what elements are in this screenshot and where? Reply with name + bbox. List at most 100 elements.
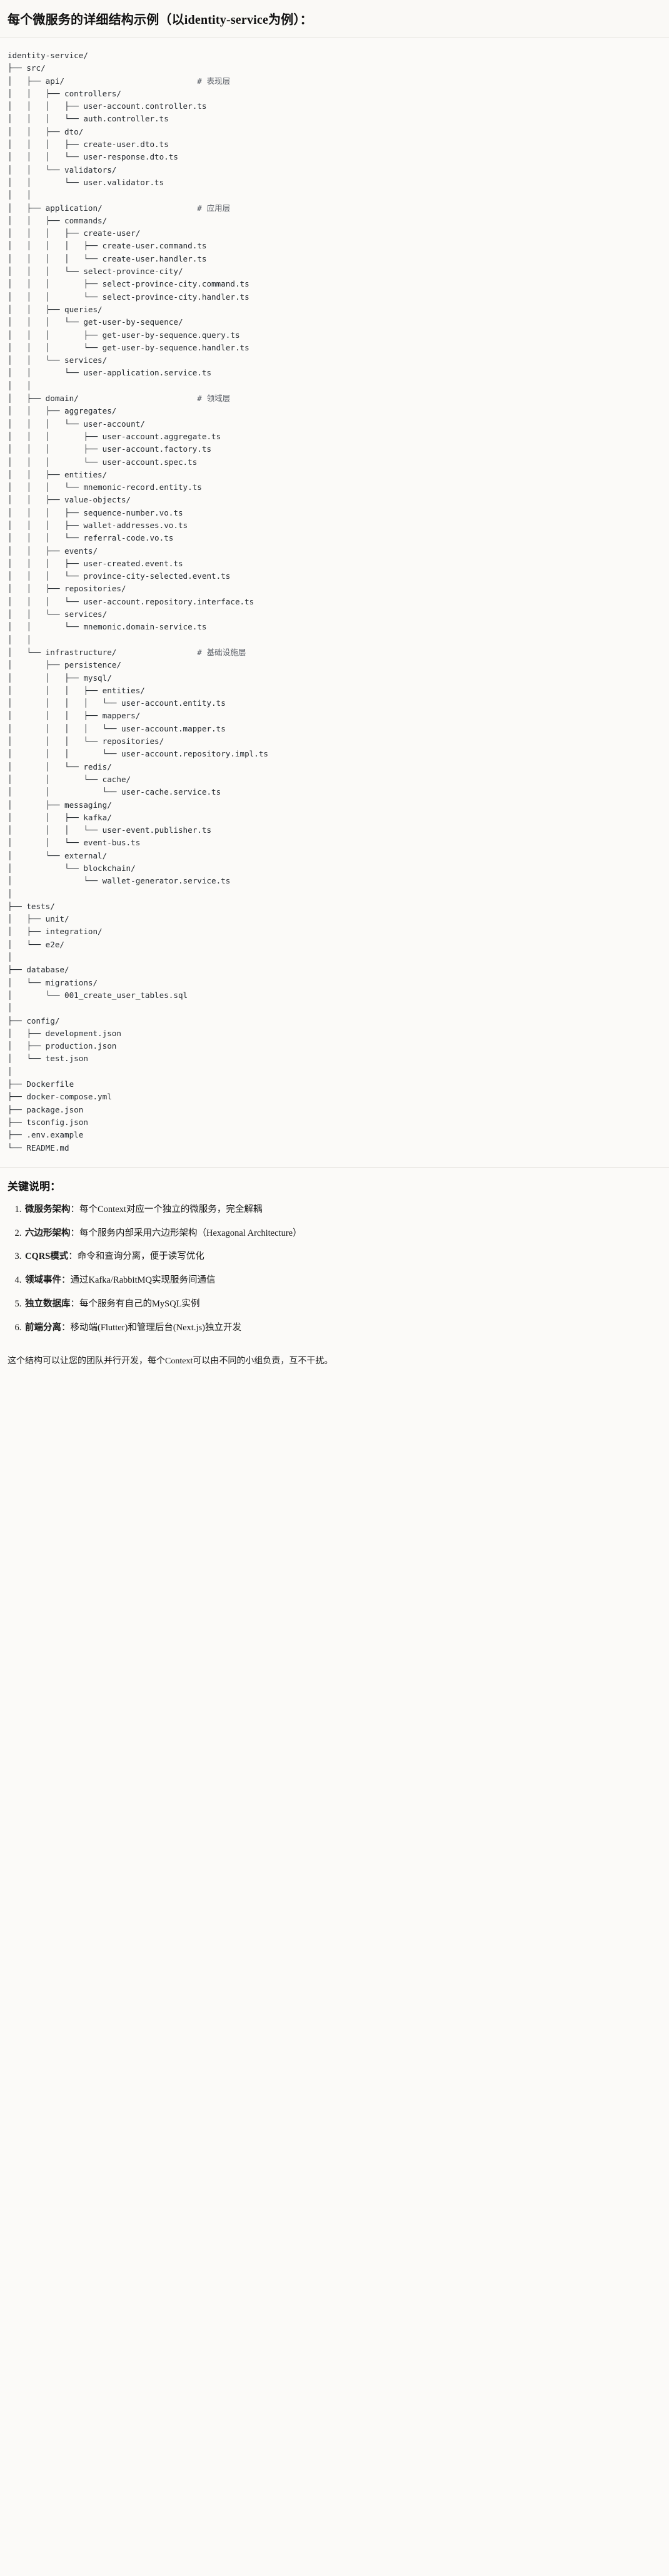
key-notes-section: 关键说明： 微服务架构：每个Context对应一个独立的微服务，完全解耦六边形架… <box>0 1167 669 1349</box>
tree-line: ├── package.json <box>8 1104 84 1114</box>
tree-line-comment: # 应用层 <box>197 203 231 213</box>
tree-line: │ │ │ ├── mappers/ <box>8 711 141 721</box>
tree-line: ├── .env.example <box>8 1130 84 1140</box>
tree-line: ├── tests/ <box>8 901 55 911</box>
tree-line: │ │ └── redis/ <box>8 761 112 771</box>
tree-line: │ │ └── user-application.service.ts <box>8 368 212 378</box>
tree-line: │ └── 001_create_user_tables.sql <box>8 990 188 1000</box>
key-note-item: 六边形架构：每个服务内部采用六边形架构（Hexagonal Architectu… <box>24 1227 661 1241</box>
tree-line: │ └── blockchain/ <box>8 863 136 873</box>
key-note-term: 领域事件 <box>25 1275 61 1286</box>
tree-line: │ │ ├── dto/ <box>8 126 84 136</box>
tree-line: │ │ │ ├── entities/ <box>8 685 145 695</box>
tree-line: │ │ │ ├── sequence-number.vo.ts <box>8 507 183 517</box>
tree-line: │ │ │ │ └── user-account.mapper.ts <box>8 723 226 733</box>
tree-line: │ │ │ ├── wallet-addresses.vo.ts <box>8 520 188 530</box>
tree-line: │ │ ├── repositories/ <box>8 584 126 594</box>
tree-line: │ │ │ └── referral-code.vo.ts <box>8 533 174 543</box>
tree-line: │ │ │ └── mnemonic-record.entity.ts <box>8 482 202 492</box>
tree-line: │ │ │ ├── create-user/ <box>8 228 141 238</box>
key-note-description: ：每个服务内部采用六边形架构（Hexagonal Architecture） <box>70 1228 302 1238</box>
tree-line: │ └── test.json <box>8 1054 88 1064</box>
tree-line: ├── src/ <box>8 63 46 73</box>
tree-line: │ ├── messaging/ <box>8 800 112 810</box>
key-note-description: ：每个Context对应一个独立的微服务，完全解耦 <box>70 1204 263 1214</box>
tree-line: │ │ │ └── province-city-selected.event.t… <box>8 571 231 581</box>
tree-line: │ │ │ └── user-account.repository.interf… <box>8 596 254 606</box>
closing-paragraph: 这个结构可以让您的团队并行开发，每个Context可以由不同的小组负责，互不干扰… <box>8 1357 333 1367</box>
tree-line: │ │ ├── controllers/ <box>8 88 121 98</box>
key-note-term: 微服务架构 <box>25 1204 71 1214</box>
tree-line: │ ├── persistence/ <box>8 660 121 670</box>
tree-line: │ │ ├── queries/ <box>8 304 103 314</box>
key-notes-list: 微服务架构：每个Context对应一个独立的微服务，完全解耦六边形架构：每个服务… <box>8 1203 661 1335</box>
tree-line: ├── Dockerfile <box>8 1079 74 1089</box>
key-note-term: 前端分离 <box>25 1322 61 1333</box>
tree-line: │ │ │ └── user-account/ <box>8 419 145 429</box>
key-note-term: 独立数据库 <box>25 1298 71 1309</box>
tree-line: │ │ └── mnemonic.domain-service.ts <box>8 622 207 632</box>
tree-line: │ │ │ │ ├── create-user.command.ts <box>8 241 207 251</box>
tree-line: ├── config/ <box>8 1016 60 1026</box>
tree-line: │ └── external/ <box>8 850 108 860</box>
tree-line: │ │ │ │ └── create-user.handler.ts <box>8 253 207 263</box>
tree-line: identity-service/ <box>8 51 88 60</box>
key-note-description: ：通过Kafka/RabbitMQ实现服务间通信 <box>61 1275 216 1286</box>
tree-line: │ ├── unit/ <box>8 914 69 924</box>
tree-line: │ │ ├── mysql/ <box>8 673 112 683</box>
key-note-item: CQRS模式：命令和查询分离，便于读写优化 <box>24 1250 661 1264</box>
key-note-term: CQRS模式 <box>25 1251 69 1262</box>
tree-line: │ ├── production.json <box>8 1041 117 1051</box>
tree-line: │ └── infrastructure/ <box>8 647 198 657</box>
page-root: 每个微服务的详细结构示例（以identity-service为例）： ident… <box>0 0 669 1369</box>
tree-line: │ │ │ ├── user-created.event.ts <box>8 558 183 568</box>
tree-line: │ │ │ └── select-province-city.handler.t… <box>8 292 249 302</box>
tree-line: │ └── wallet-generator.service.ts <box>8 876 231 886</box>
tree-line: │ │ <box>8 380 31 390</box>
tree-line: │ <box>8 1066 13 1076</box>
tree-line: │ │ │ └── get-user-by-sequence.handler.t… <box>8 342 249 352</box>
tree-line: │ │ └── cache/ <box>8 774 131 784</box>
tree-line: │ │ └── services/ <box>8 609 108 619</box>
key-note-item: 领域事件：通过Kafka/RabbitMQ实现服务间通信 <box>24 1274 661 1288</box>
tree-line: │ │ ├── events/ <box>8 546 98 556</box>
tree-line-comment: # 基础设施层 <box>197 647 246 657</box>
tree-line: ├── tsconfig.json <box>8 1117 88 1127</box>
tree-line: │ │ │ └── user-response.dto.ts <box>8 152 178 162</box>
key-note-description: ：每个服务有自己的MySQL实例 <box>70 1298 200 1309</box>
tree-line: │ ├── application/ <box>8 203 198 213</box>
tree-line: ├── docker-compose.yml <box>8 1092 112 1102</box>
tree-line: │ ├── api/ <box>8 76 198 86</box>
tree-line: │ │ ├── aggregates/ <box>8 406 117 416</box>
tree-line: │ │ <box>8 634 31 644</box>
tree-line: ├── database/ <box>8 965 69 975</box>
page-title: 每个微服务的详细结构示例（以identity-service为例）： <box>8 13 313 27</box>
tree-line: │ │ ├── commands/ <box>8 215 108 225</box>
directory-tree-block: identity-service/ ├── src/ │ ├── api/ # … <box>0 38 669 1168</box>
key-note-term: 六边形架构 <box>25 1228 71 1238</box>
tree-line: │ <box>8 952 13 962</box>
key-note-item: 微服务架构：每个Context对应一个独立的微服务，完全解耦 <box>24 1203 661 1217</box>
key-note-item: 独立数据库：每个服务有自己的MySQL实例 <box>24 1298 661 1311</box>
tree-line: │ │ │ ├── select-province-city.command.t… <box>8 279 249 289</box>
tree-line: │ ├── integration/ <box>8 927 103 937</box>
tree-line-comment: # 领域层 <box>197 394 231 404</box>
tree-line: │ │ │ ├── get-user-by-sequence.query.ts <box>8 330 240 340</box>
tree-line: │ │ │ └── auth.controller.ts <box>8 114 169 124</box>
directory-tree: identity-service/ ├── src/ │ ├── api/ # … <box>8 49 661 1154</box>
tree-line: │ ├── domain/ <box>8 394 198 404</box>
tree-line: └── README.md <box>8 1143 69 1153</box>
document-header: 每个微服务的详细结构示例（以identity-service为例）： <box>0 0 669 38</box>
tree-line: │ │ │ └── select-province-city/ <box>8 267 183 277</box>
key-note-item: 前端分离：移动端(Flutter)和管理后台(Next.js)独立开发 <box>24 1321 661 1335</box>
key-note-description: ：命令和查询分离，便于读写优化 <box>68 1251 204 1262</box>
tree-line: │ │ │ └── get-user-by-sequence/ <box>8 317 183 327</box>
tree-line: │ │ ├── value-objects/ <box>8 495 131 505</box>
tree-line: │ <box>8 1003 13 1013</box>
tree-line: │ │ ├── kafka/ <box>8 812 112 822</box>
tree-line: │ <box>8 888 13 899</box>
tree-line: │ │ │ ├── user-account.factory.ts <box>8 444 212 454</box>
tree-line: │ │ <box>8 190 31 200</box>
tree-line: │ └── migrations/ <box>8 977 98 987</box>
tree-line: │ │ │ ├── user-account.aggregate.ts <box>8 431 221 441</box>
